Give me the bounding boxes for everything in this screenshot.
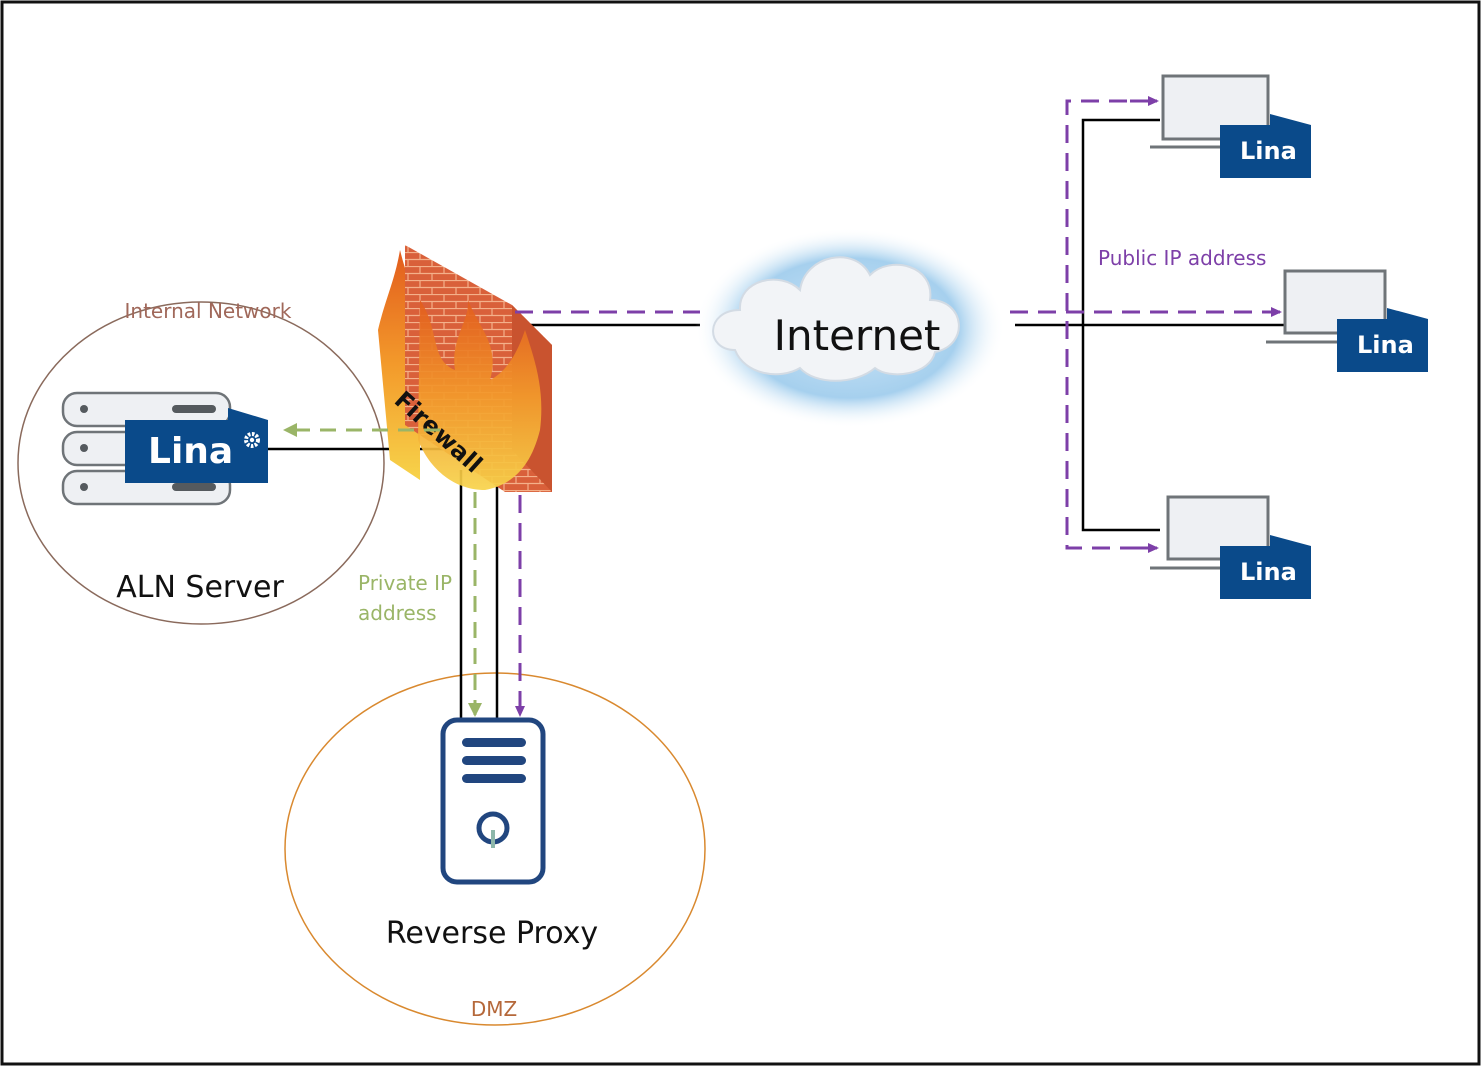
aln-server-label: ALN Server <box>116 570 284 605</box>
client-middle-lina-text: Lina <box>1357 331 1414 359</box>
public-ip-label: Public IP address <box>1098 246 1266 270</box>
internet-label: Internet <box>774 311 941 360</box>
firewall-icon: Firewall <box>378 245 552 492</box>
client-laptop-middle: Lina <box>1266 269 1428 372</box>
client-bottom-lina-text: Lina <box>1240 558 1297 586</box>
internal-network-zone: Internal Network <box>17 299 385 625</box>
server-lina-text: Lina <box>148 431 233 472</box>
private-ip-routes <box>283 423 482 717</box>
server-lina-badge: Lina <box>125 408 268 483</box>
internal-network-label: Internal Network <box>125 299 292 323</box>
client-laptop-top: Lina <box>1150 74 1311 178</box>
client-laptop-bottom: Lina <box>1150 495 1311 599</box>
reverse-proxy-label: Reverse Proxy <box>386 916 598 951</box>
private-ip-label-line2: address <box>358 601 437 625</box>
reverse-proxy-server-icon <box>440 717 546 885</box>
public-ip-routes <box>515 99 1282 717</box>
client-top-lina-text: Lina <box>1240 137 1297 165</box>
dmz-zone: DMZ <box>284 672 706 1026</box>
solid-links <box>268 118 1290 718</box>
internet-cloud-icon: Internet <box>695 228 1005 428</box>
private-ip-label-line1: Private IP <box>358 571 452 595</box>
dmz-label: DMZ <box>471 997 517 1021</box>
gear-icon <box>244 432 260 448</box>
